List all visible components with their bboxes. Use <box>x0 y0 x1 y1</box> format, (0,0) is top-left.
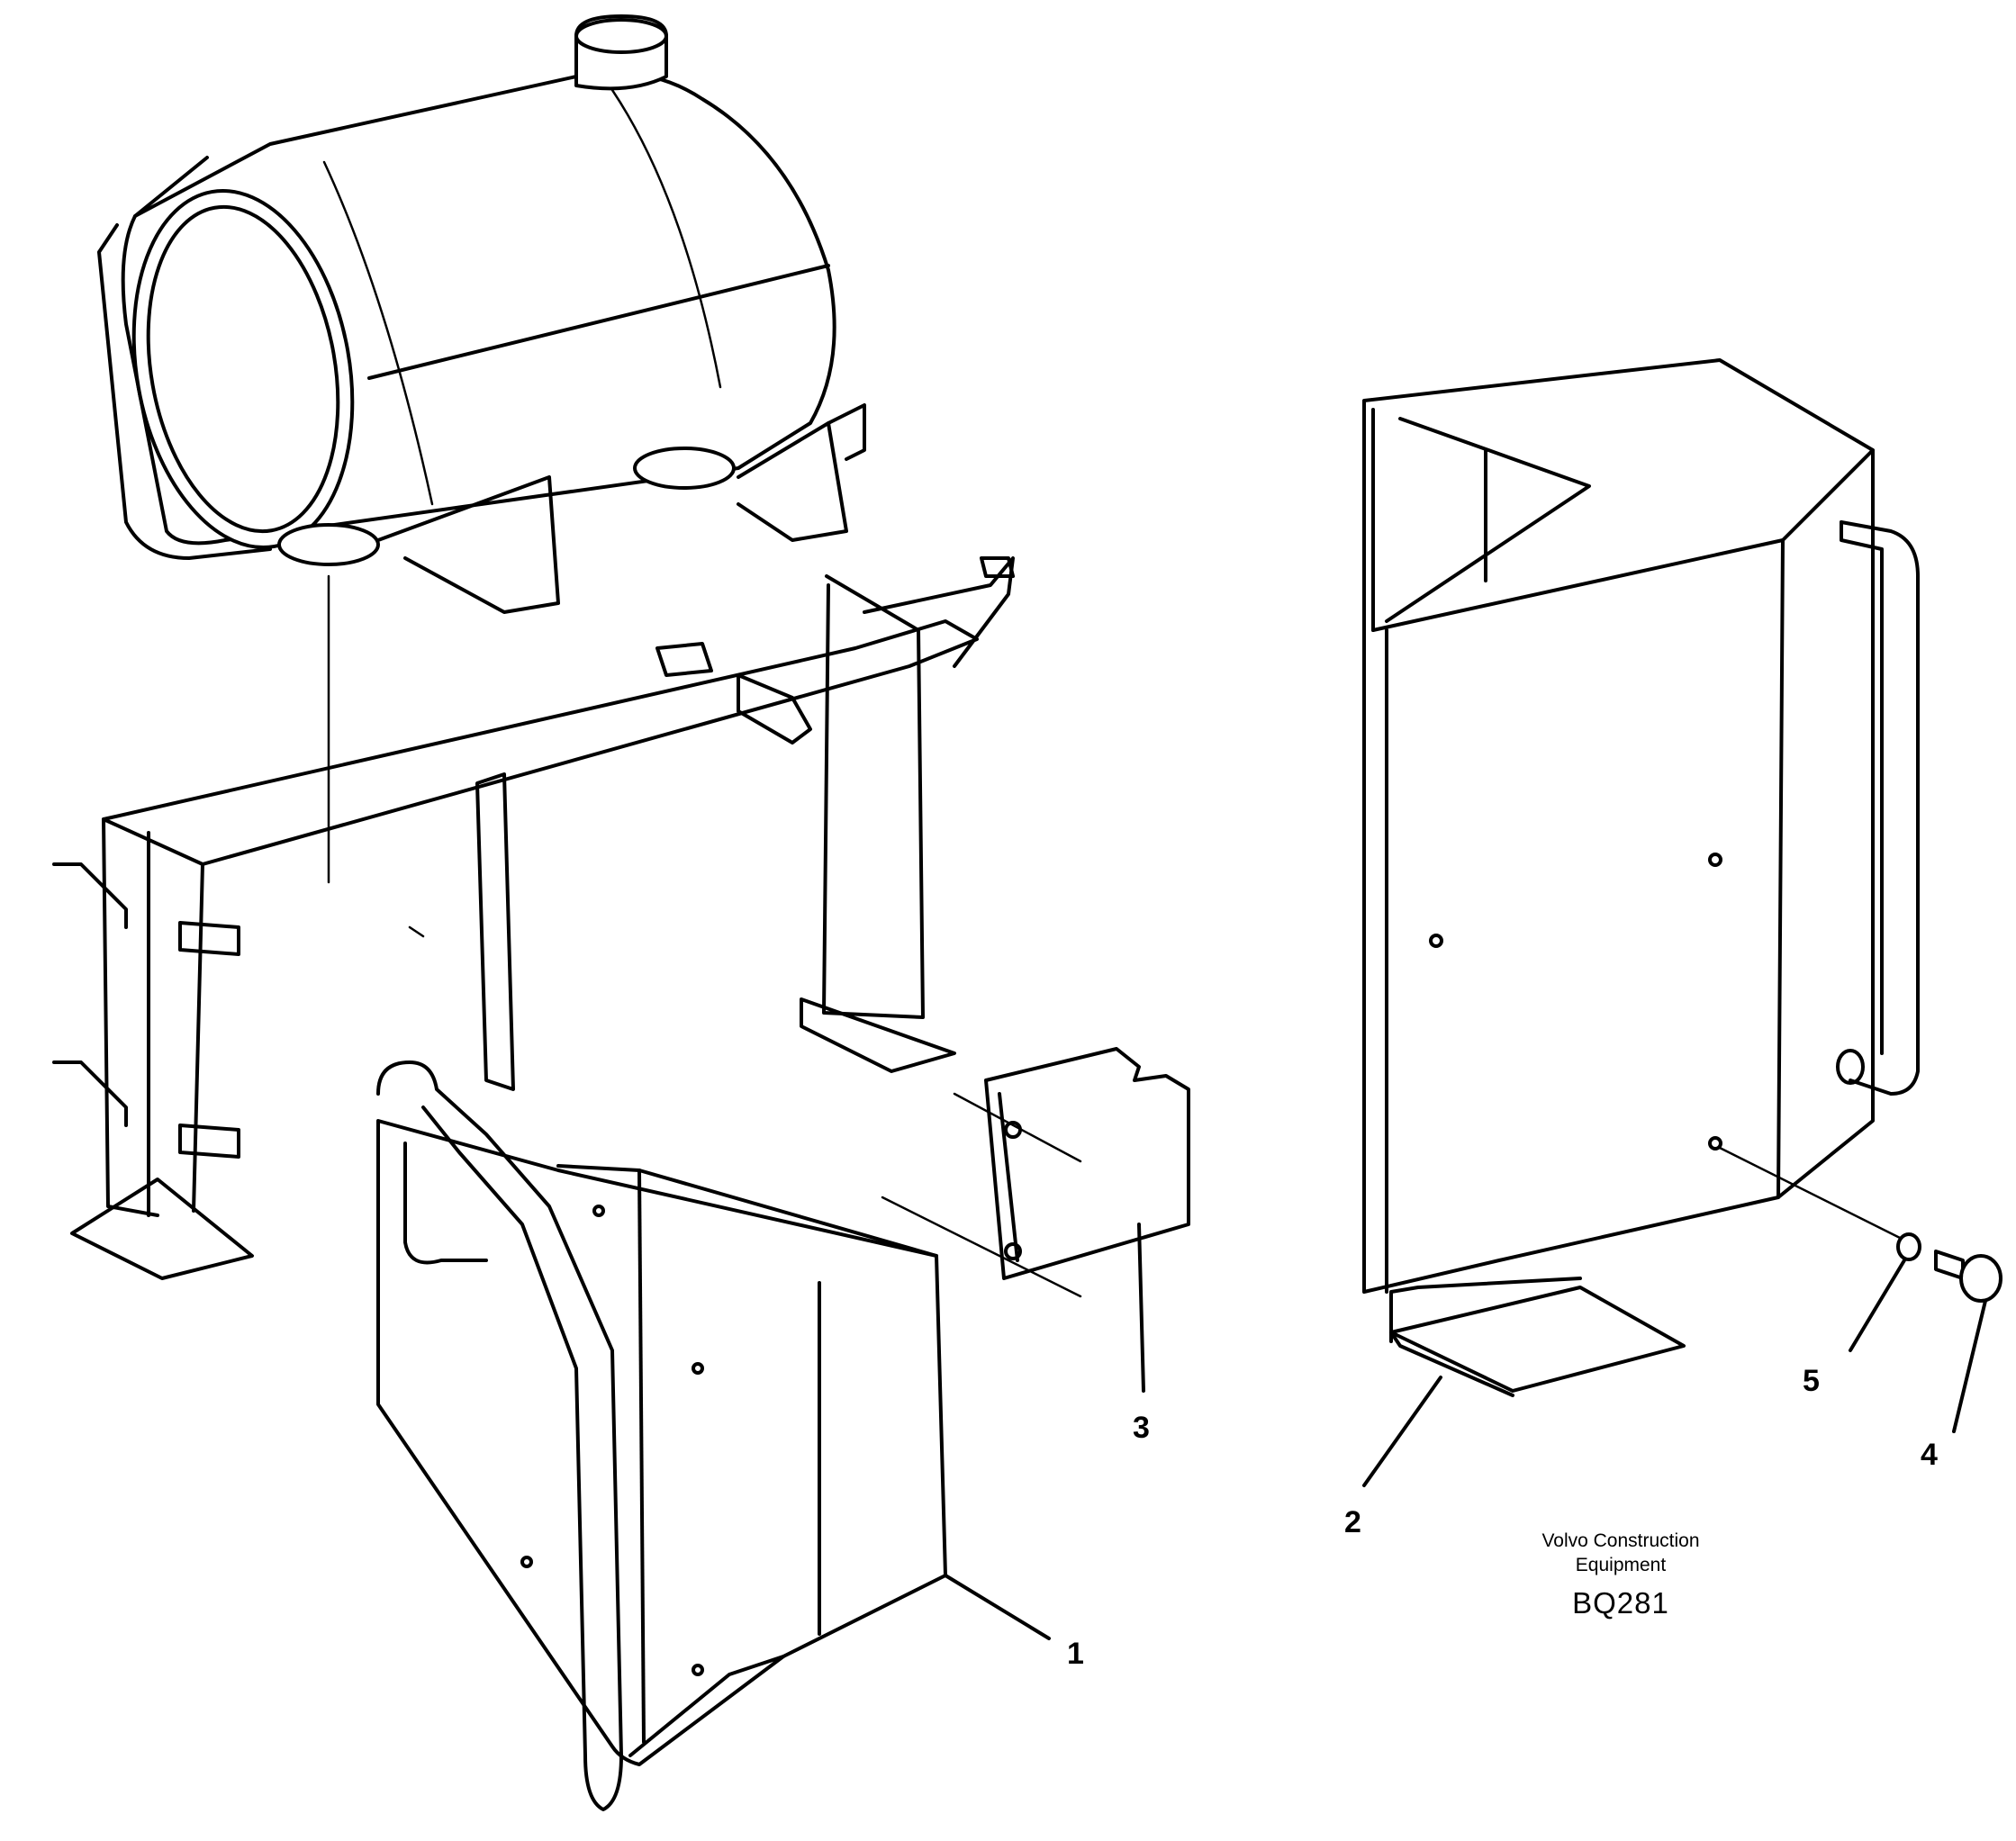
plate-part-3 <box>881 1047 1190 1298</box>
leader-lines <box>944 1223 1987 1640</box>
guard-part-2 <box>1362 358 1920 1397</box>
brand-caption: Volvo Construction Equipment <box>1468 1529 1774 1577</box>
callout-2: 2 <box>1344 1505 1361 1539</box>
drawing-code: BQ281 <box>1572 1586 1669 1620</box>
callout-3: 3 <box>1133 1411 1150 1445</box>
brand-line-1: Volvo Construction <box>1541 1530 1700 1551</box>
washer-part-5 <box>1896 1232 1921 1261</box>
brand-line-2: Equipment <box>1575 1555 1667 1575</box>
support-frame <box>52 556 1015 1280</box>
callout-5: 5 <box>1803 1364 1820 1398</box>
silencer <box>97 14 866 614</box>
callout-4: 4 <box>1921 1438 1938 1472</box>
guard-part-1 <box>376 1060 947 1811</box>
callout-1: 1 <box>1067 1637 1084 1671</box>
screw-part-4 <box>1934 1250 2002 1303</box>
